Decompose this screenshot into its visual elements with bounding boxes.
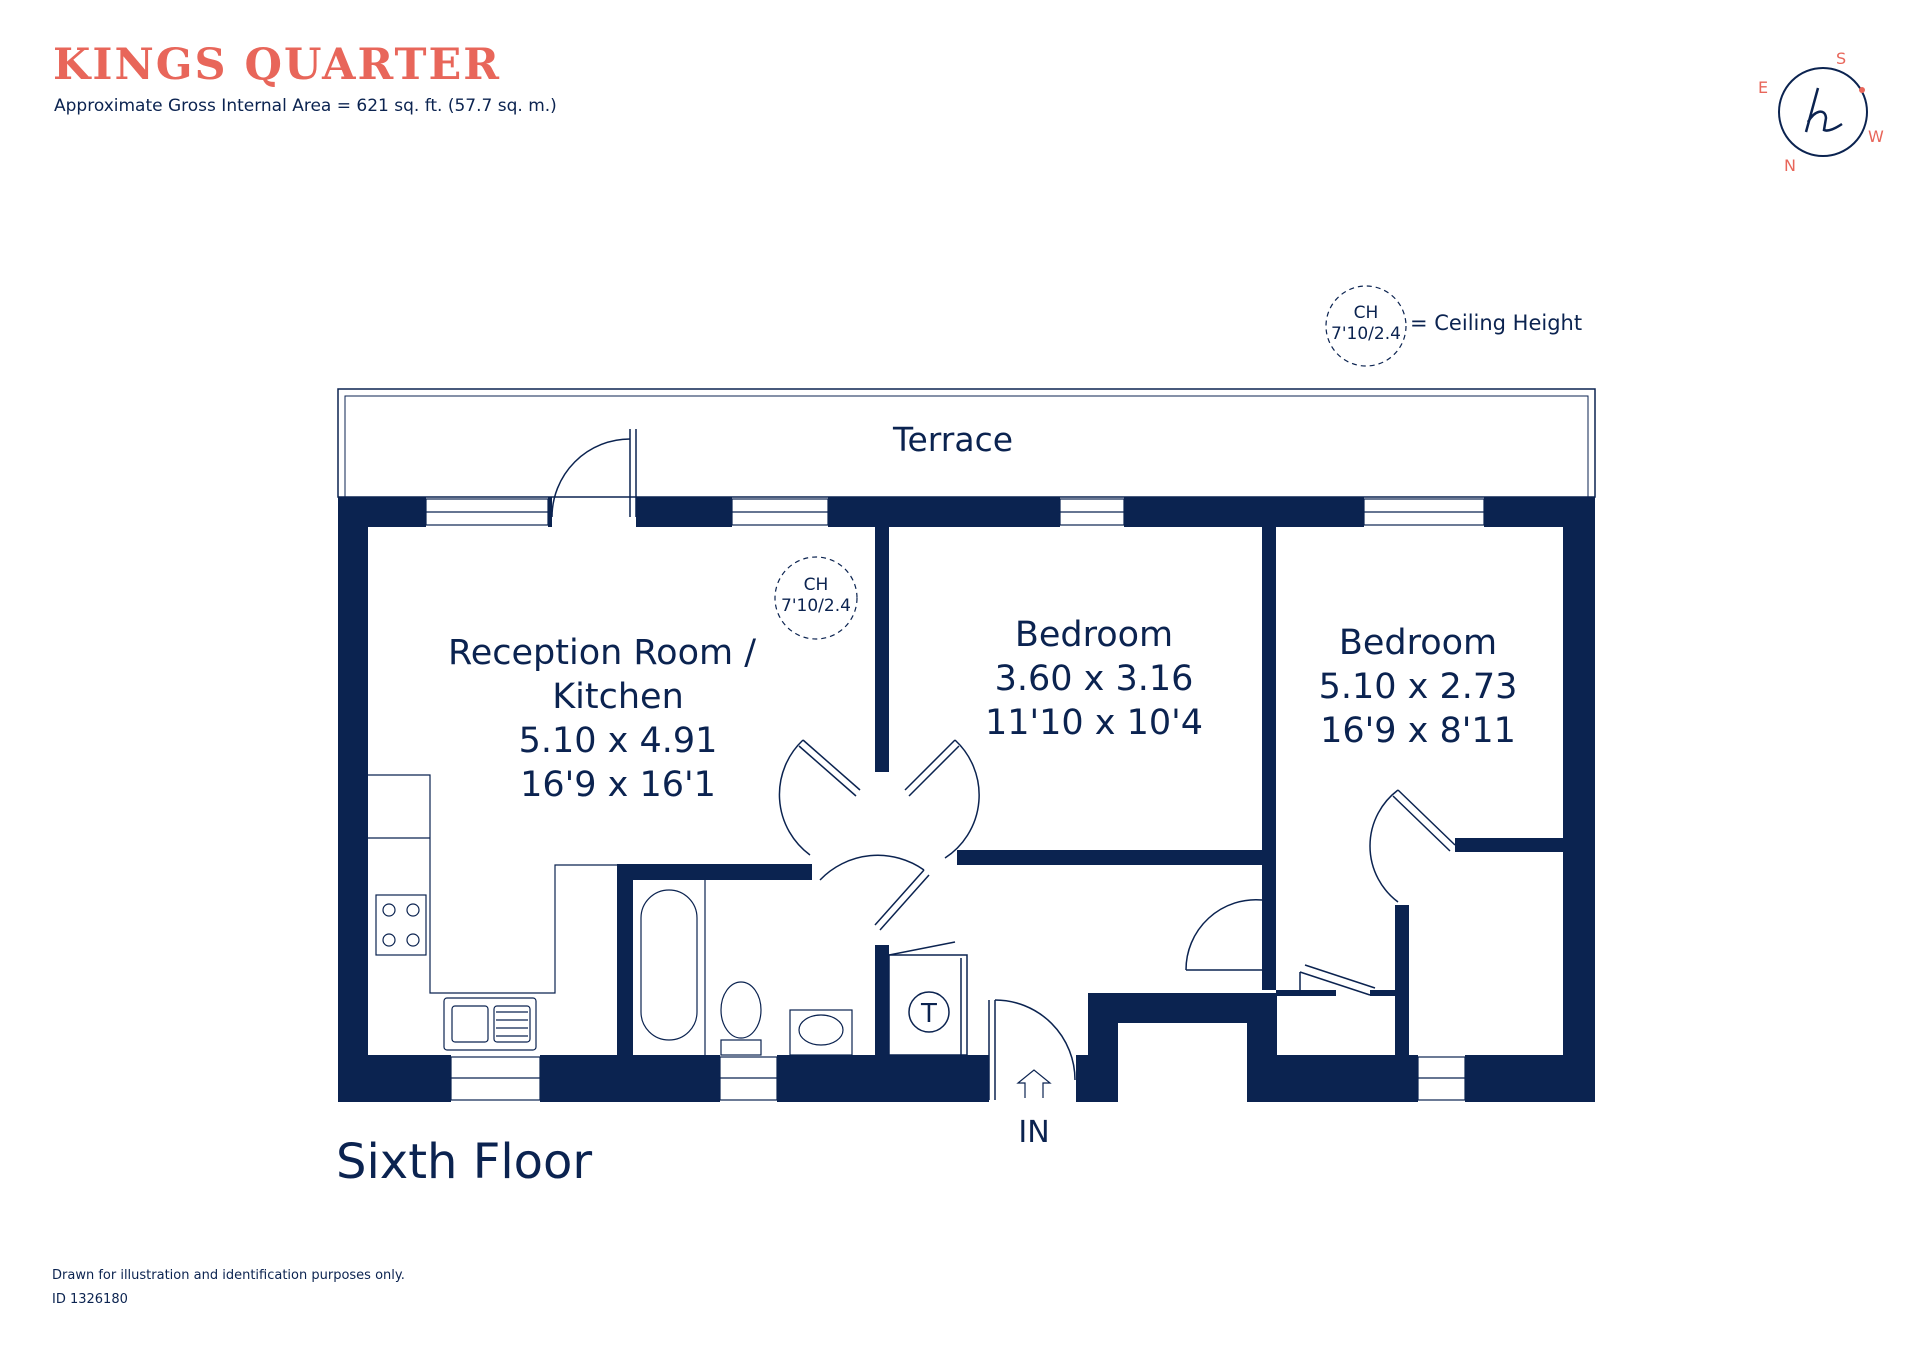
compass-west: W [1868,127,1884,146]
bedroom1-name: Bedroom [1015,615,1173,655]
reception-imperial: 16'9 x 16'1 [520,765,716,805]
tank-cupboard [888,941,968,1056]
terrace-label: Terrace [892,420,1013,459]
tank-label: T [920,999,937,1029]
terrace-door [551,429,637,518]
bedroom2-name: Bedroom [1339,623,1497,663]
legend-ch-label: CH [1354,303,1379,323]
basin-icon [789,1009,853,1056]
reception-name-line1: Reception Room / [448,633,756,673]
compass-south: S [1836,49,1846,68]
reception-ch-circle [774,556,858,640]
sink-icon [443,997,537,1051]
windows [425,498,1485,1101]
compass-ring [1778,67,1868,157]
bedroom2-imperial: 16'9 x 8'11 [1320,711,1516,751]
toilet-cistern [720,1039,762,1056]
legend-ch-value: 7'10/2.4 [1331,324,1401,344]
legend-ch-circle [1325,285,1407,367]
gross-area-text: Approximate Gross Internal Area = 621 sq… [54,96,557,116]
ceiling-height-legend: CH 7'10/2.4 = Ceiling Height [1325,285,1582,367]
reception-ch-label: CH [804,575,829,595]
bathroom-fixtures [640,880,853,1056]
bedroom1-metric: 3.60 x 3.16 [995,659,1194,699]
kitchen-fixtures [368,774,617,1051]
bedroom1-imperial: 11'10 x 10'4 [985,703,1203,743]
entrance-arrow-icon [1016,1069,1052,1098]
logo-h-icon [1804,87,1843,133]
disclaimer-text: Drawn for illustration and identificatio… [52,1268,405,1283]
legend-ch-meaning: = Ceiling Height [1410,311,1582,335]
walls [338,497,1595,1102]
plan-id-text: ID 1326180 [52,1292,128,1307]
hob-icon [375,894,427,956]
reception-metric: 5.10 x 4.91 [519,721,718,761]
interior-doors [778,739,1456,996]
brand-title: KINGS QUARTER [53,40,502,90]
compass-logo: S E W N [1758,49,1884,175]
compass-north: N [1784,156,1796,175]
floor-label: Sixth Floor [336,1134,592,1190]
entrance-label: IN [1018,1115,1049,1150]
bathtub-icon [640,889,698,1041]
reception-ch-value: 7'10/2.4 [781,596,851,616]
bedroom2-metric: 5.10 x 2.73 [1319,667,1518,707]
toilet-icon [720,981,762,1039]
compass-east: E [1758,78,1768,97]
entrance-door [988,999,1076,1100]
compass-dot [1859,87,1865,93]
reception-name-line2: Kitchen [552,677,684,717]
